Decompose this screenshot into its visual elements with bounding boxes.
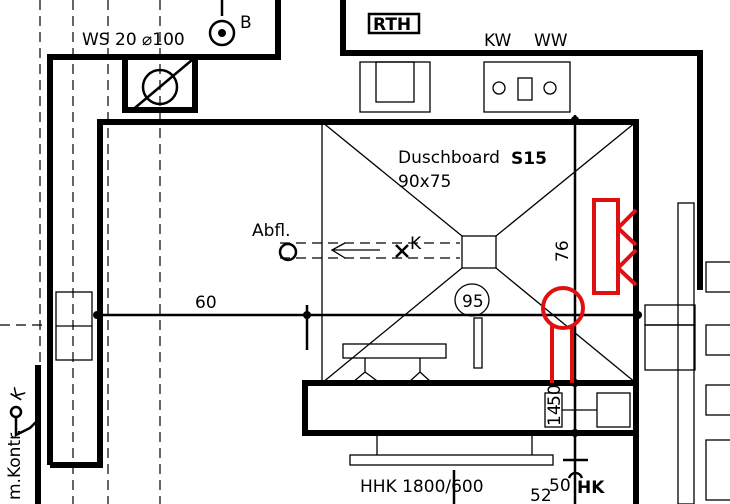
ventilation-shaft (122, 54, 198, 113)
valve-x-icon (395, 244, 409, 258)
hhk-label: HHK 1800/600 (360, 477, 484, 497)
k-left-label: K (7, 384, 30, 404)
outer-wall (47, 0, 703, 465)
dim-76: 76 (553, 240, 573, 262)
size-label: 90x75 (398, 172, 451, 192)
hk-valve (563, 458, 588, 479)
abfl-label: Abfl. (252, 221, 291, 241)
dim-52: 52 (530, 486, 552, 504)
diameter-symbol (141, 68, 179, 106)
hk-label: HK (577, 478, 605, 498)
dim-52-sup: 50 (549, 476, 571, 496)
dim-14: 14 (545, 404, 565, 426)
shower-head (454, 283, 490, 317)
shower-fitting (342, 343, 447, 359)
bench-wall (302, 380, 639, 436)
dim-95: 95 (462, 292, 484, 312)
rth-box (359, 61, 431, 113)
b-symbol (208, 19, 236, 47)
ws-label: WS 20 ⌀100 (82, 30, 185, 50)
dashed-axes (0, 0, 460, 504)
ww-label: WW (534, 31, 568, 51)
kw-label: KW (484, 31, 512, 51)
red-markup (541, 198, 638, 383)
dim-60: 60 (195, 293, 217, 313)
right-structure (644, 202, 730, 504)
k-drain-label: K (410, 234, 422, 254)
dim-14-sup: 50 (545, 384, 565, 406)
kw-ww-tap (483, 61, 571, 113)
drain-symbol (278, 242, 298, 262)
shower-tray (321, 121, 637, 384)
rth-label-box (367, 12, 421, 35)
m-kontr-label: m.Kontr. (5, 429, 25, 500)
model-label: S15 (511, 149, 547, 169)
duschboard-label: Duschboard (398, 148, 500, 168)
rth-label: RTH (373, 15, 411, 35)
b-label: B (240, 13, 252, 33)
radiator-hhk (349, 454, 554, 466)
